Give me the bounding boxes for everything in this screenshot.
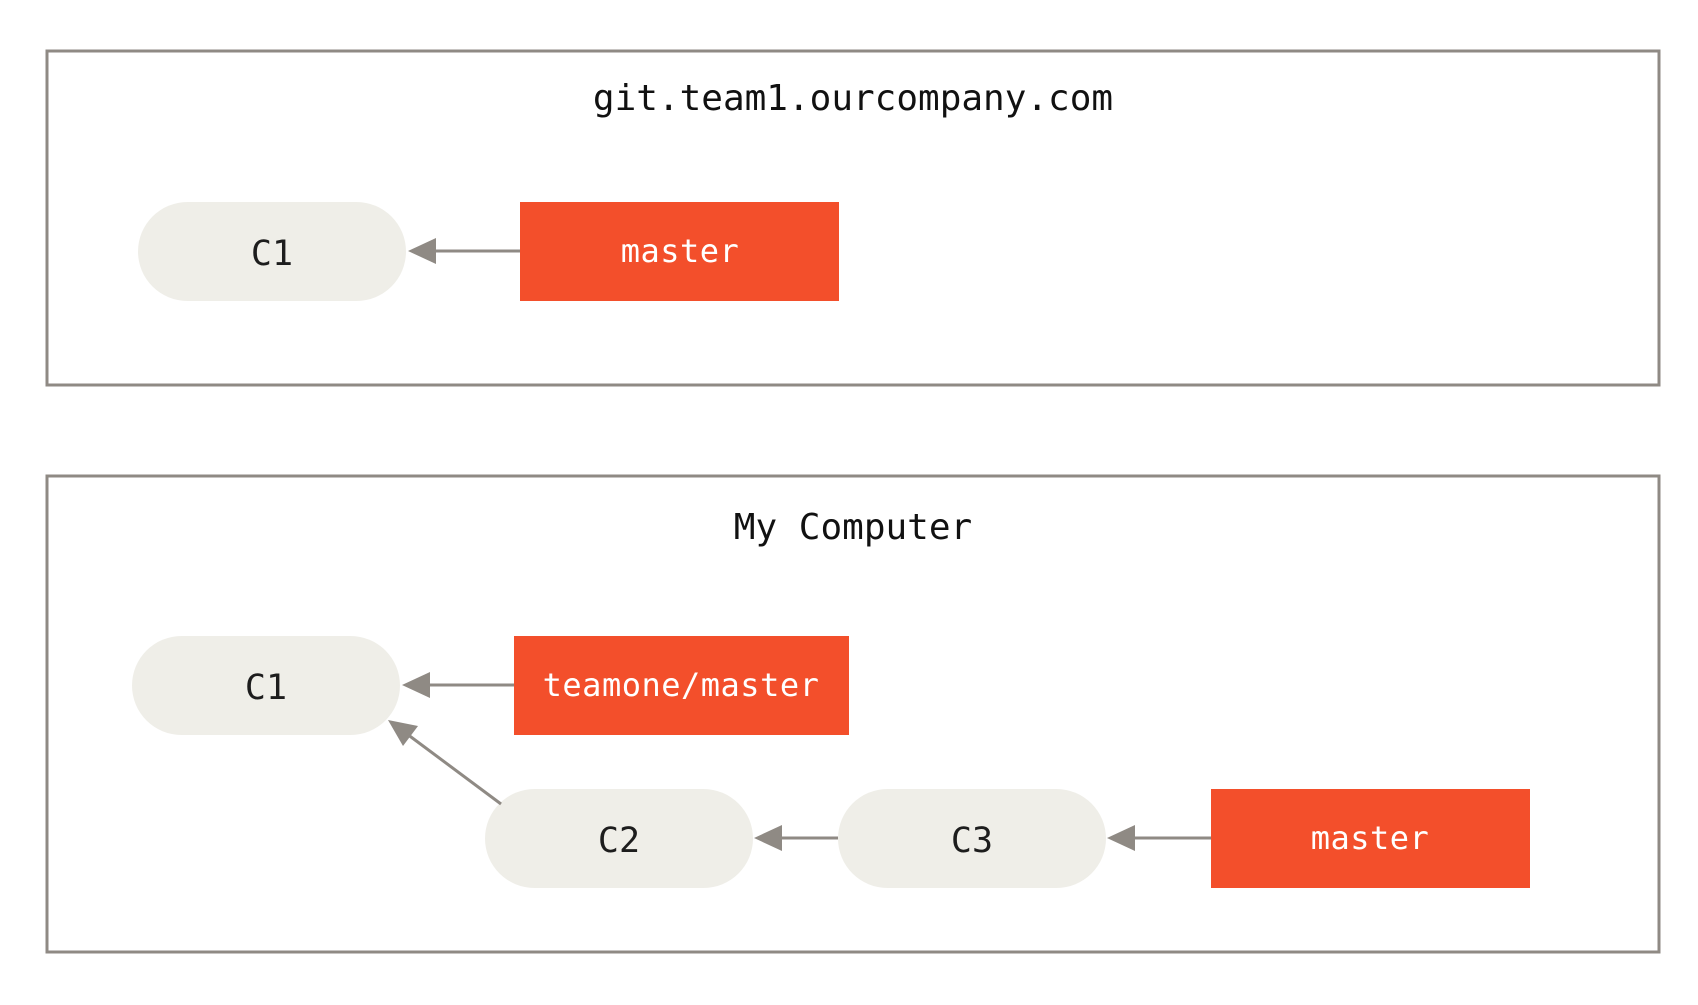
local-teamone-master-to-c1-head [402,672,430,698]
remote-panel: git.team1.ourcompany.com C1 master [45,49,1661,387]
remote-title: git.team1.ourcompany.com [593,78,1113,119]
local-commit-c3-label: C3 [951,821,993,861]
local-branch-master-label: master [1311,819,1430,857]
local-c2-to-c1-head [388,720,418,746]
local-commit-c1-node [132,636,400,735]
local-master-to-c3-head [1107,825,1135,851]
remote-master-to-c1-head [408,238,436,264]
local-commit-c1-label: C1 [245,668,287,708]
local-c3-to-c2-head [754,825,782,851]
remote-branch-master-box [520,202,839,301]
local-c2-to-c1-arrow [388,720,502,806]
remote-branch-master-label: master [621,232,740,270]
local-branch-teamone-master: teamone/master [514,636,849,735]
local-branch-teamone-master-label: teamone/master [543,666,820,704]
local-commit-c1: C1 [132,636,400,735]
local-commit-c2-label: C2 [598,821,640,861]
local-c2-to-c1-line [406,732,502,806]
local-branch-teamone-master-box [514,636,849,735]
remote-commit-c1: C1 [138,202,406,301]
remote-branch-master: master [520,202,839,301]
remote-master-to-c1-arrow [408,238,520,264]
local-branch-master-box [1211,789,1530,888]
local-commit-c3: C3 [838,789,1106,888]
local-commit-c2-node [485,789,753,888]
local-title: My Computer [734,507,972,548]
local-teamone-master-to-c1-arrow [402,672,514,698]
local-branch-master: master [1211,789,1530,888]
local-commit-c2: C2 [485,789,753,888]
local-master-to-c3-arrow [1107,825,1211,851]
local-c3-to-c2-arrow [754,825,838,851]
local-commit-c3-node [838,789,1106,888]
local-panel: My Computer C1 teamone/master C2 C3 mast… [45,474,1661,954]
remote-commit-c1-node [138,202,406,301]
remote-commit-c1-label: C1 [251,234,293,274]
